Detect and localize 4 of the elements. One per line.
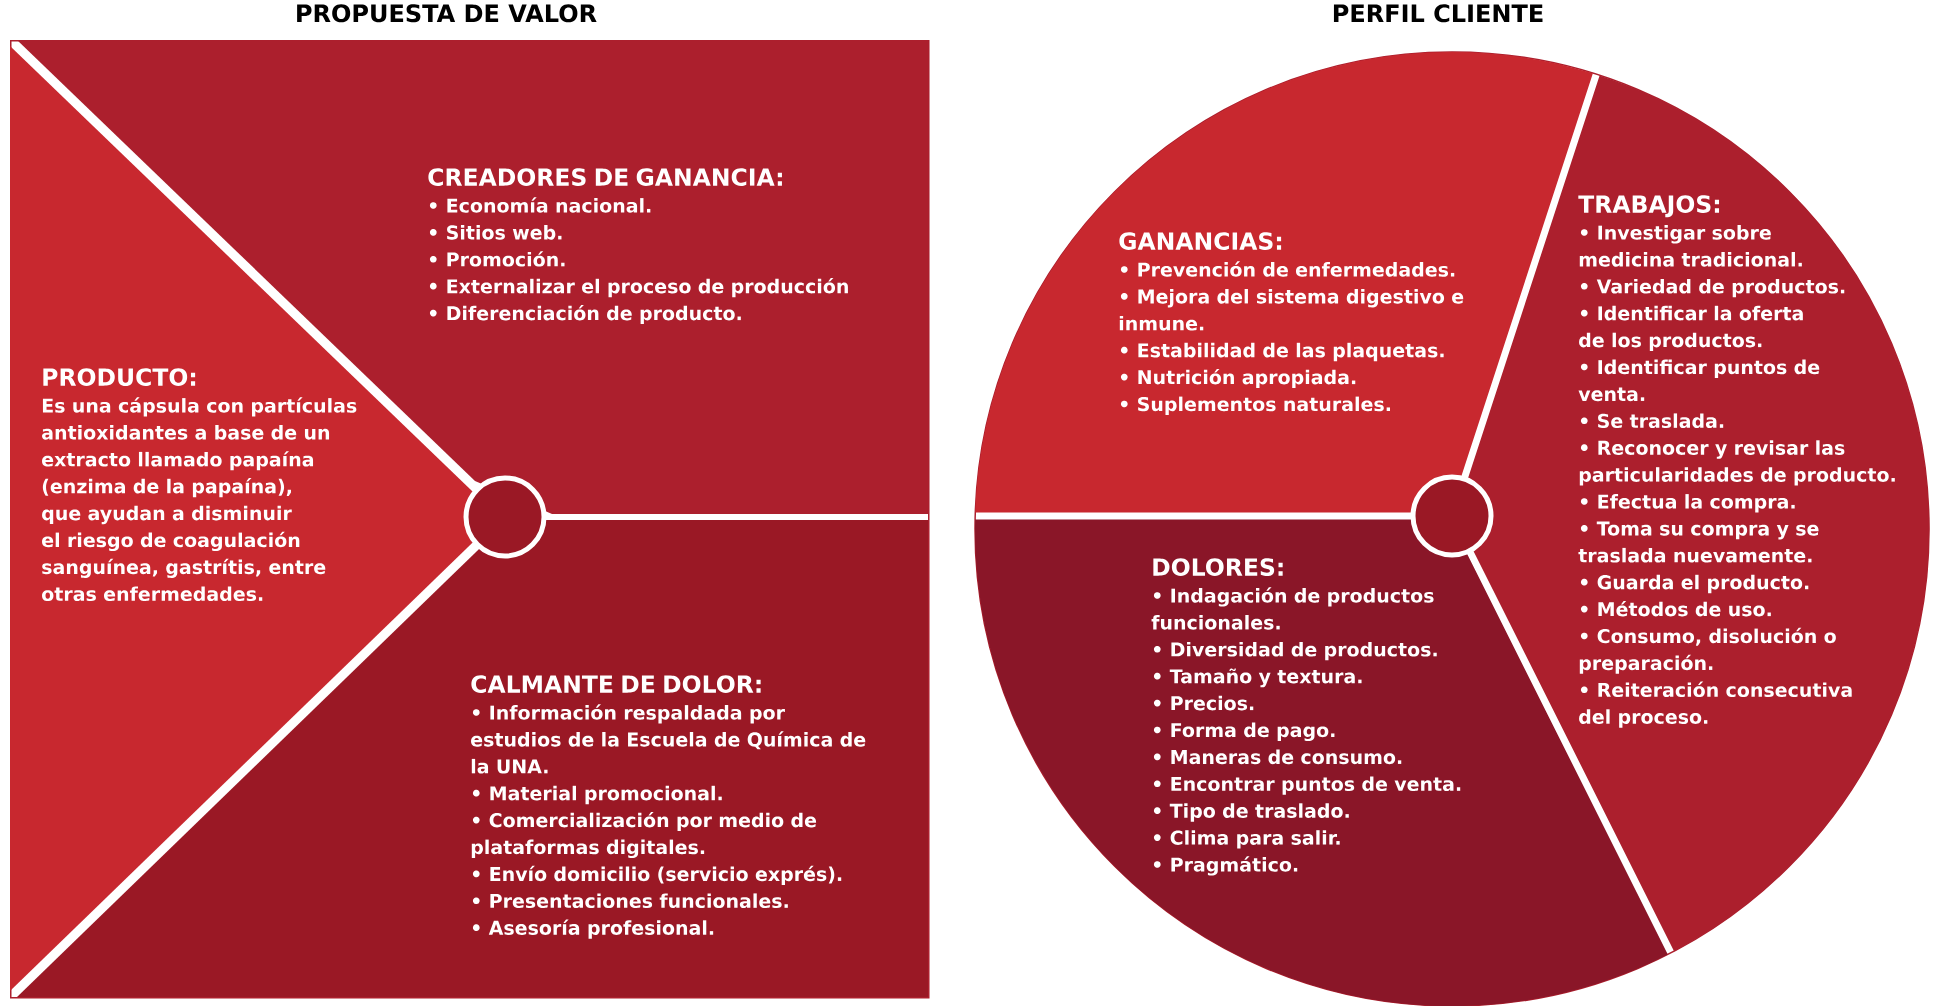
hub-circle	[1410, 474, 1494, 558]
heading: PERFIL CLIENTE	[1333, 4, 1543, 23]
heading: PROPUESTA DE VALOR	[297, 4, 597, 23]
hub-circle	[463, 475, 547, 559]
